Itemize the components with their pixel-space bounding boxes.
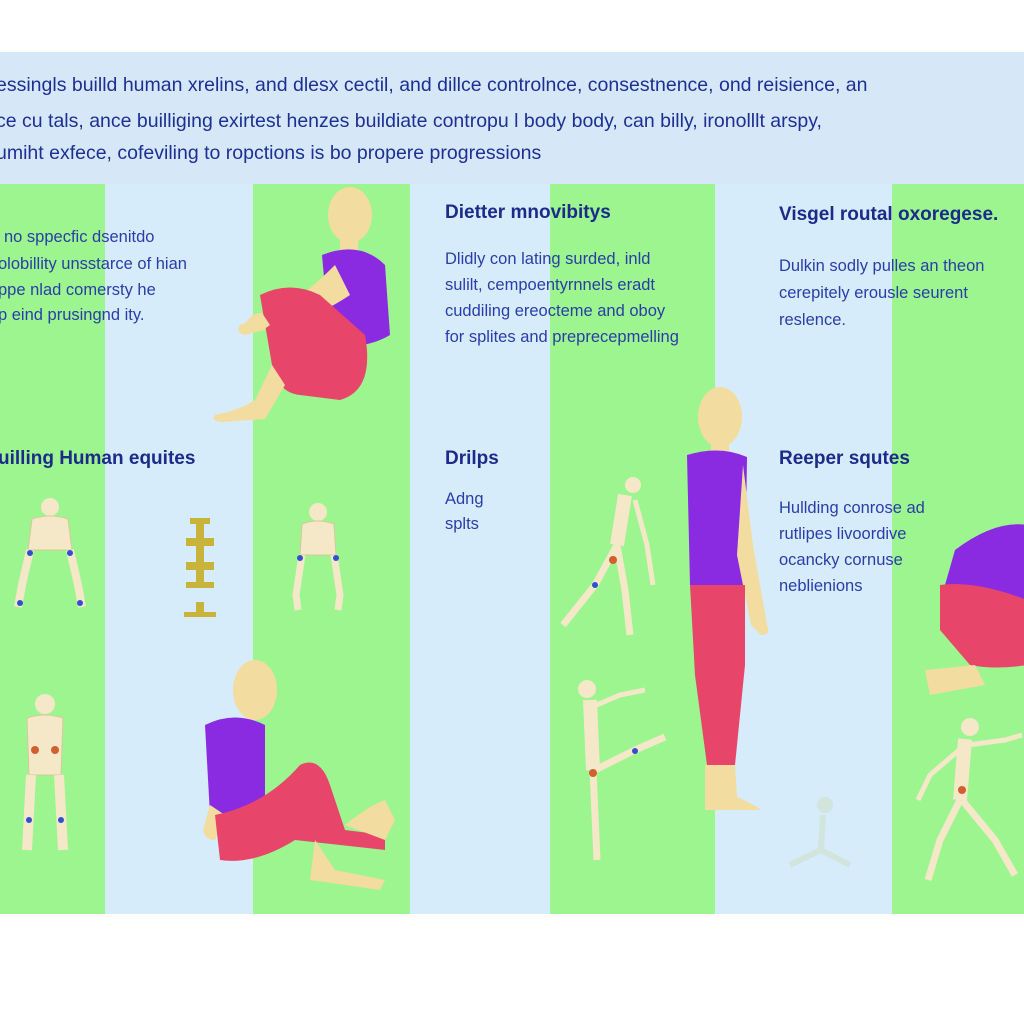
right-mid-line-1: Hullding conrose ad xyxy=(779,499,925,517)
right-top-line-3: reslence. xyxy=(779,311,846,329)
standing-figure xyxy=(687,387,769,810)
faint-figure xyxy=(788,797,852,868)
center-mid-line-2: splts xyxy=(445,515,479,533)
right-top-line-2: cerepitely erousle seurent xyxy=(779,284,968,302)
center-top-heading: Dietter mnovibitys xyxy=(445,202,611,223)
left-top-line-3: ppe nlad comersty he xyxy=(0,281,156,299)
kick-anatomy-figure xyxy=(578,680,667,861)
left-top-line-4: p eind prusingnd ity. xyxy=(0,306,145,324)
right-mid-heading: Reeper squtes xyxy=(779,448,910,469)
center-top-line-4: for splites and preprecepmelling xyxy=(445,328,679,346)
center-top-line-2: sulilt, cempoentyrnnels eradt xyxy=(445,276,656,294)
stacked-weights-icon xyxy=(184,518,216,617)
right-mid-line-2: rutlipes livoordive xyxy=(779,525,907,543)
banner-line-1: essingls builld human xrelins, and dlesx… xyxy=(0,74,868,96)
header-banner: essingls builld human xrelins, and dlesx… xyxy=(0,52,1024,184)
squat-anatomy-figure-2 xyxy=(292,503,344,611)
kneeling-figure xyxy=(925,524,1024,695)
left-top-line-1: no sppecfic dsenitdo xyxy=(4,228,155,246)
lunge-anatomy-figure xyxy=(560,477,656,636)
left-top-line-2: olobillity unsstarce of hian xyxy=(0,255,187,273)
right-lunge-anatomy-figure xyxy=(915,718,1023,882)
right-mid-line-4: neblienions xyxy=(779,577,863,595)
hands-up-anatomy-figure xyxy=(22,694,68,851)
right-top-heading: Visgel routal oxoregese. xyxy=(779,204,999,225)
center-mid-line-1: Adng xyxy=(445,490,484,508)
seated-hug-knee-figure xyxy=(213,187,390,422)
center-mid-heading: Drilps xyxy=(445,448,499,469)
squat-anatomy-figure-1 xyxy=(14,498,86,608)
stripe-4 xyxy=(410,184,550,914)
center-top-line-3: cuddiling ereocteme and oboy xyxy=(445,302,666,320)
seated-stretch-figure xyxy=(203,660,395,890)
left-mid-heading: uilling Human equites xyxy=(0,448,196,469)
banner-line-3: umiht exfece, cofeviling to ropctions is… xyxy=(0,142,542,164)
banner-line-2: ce cu tals, ance builliging exirtest hen… xyxy=(0,110,822,132)
right-mid-line-3: ocancky cornuse xyxy=(779,551,903,569)
right-top-line-1: Dulkin sodly pulles an theon xyxy=(779,257,985,275)
center-top-line-1: Dlidly con lating surded, inld xyxy=(445,250,651,268)
stripe-5 xyxy=(550,184,715,914)
